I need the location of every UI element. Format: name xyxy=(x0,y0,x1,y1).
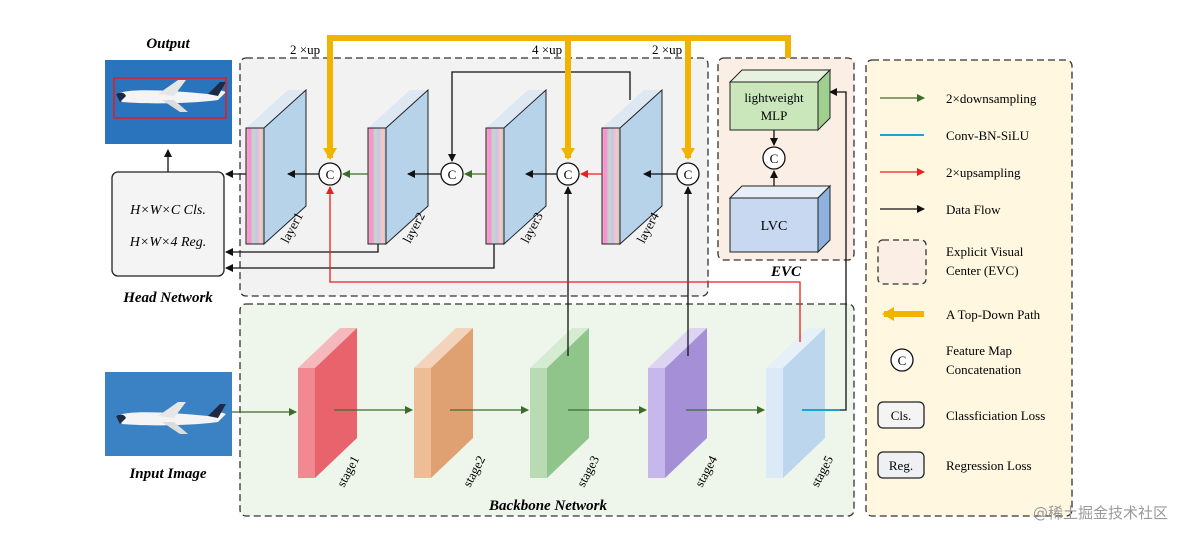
legend-evc-1: Explicit Visual xyxy=(946,244,1024,259)
layer4 xyxy=(601,88,663,246)
svg-text:C: C xyxy=(326,167,335,182)
head-cls-label: H×W×C Cls. xyxy=(129,203,206,218)
head-region xyxy=(239,57,709,297)
evc-concat-circle: C xyxy=(762,146,786,170)
svg-text:lightweight: lightweight xyxy=(744,90,804,105)
stage5 xyxy=(766,328,825,478)
lightweight-mlp-block: lightweight MLP xyxy=(728,68,832,132)
input-image xyxy=(105,372,232,456)
svg-text:C: C xyxy=(770,151,779,166)
head-output-box xyxy=(111,171,225,277)
legend-downsampling: 2×downsampling xyxy=(946,91,1037,106)
svg-text:LVC: LVC xyxy=(761,219,788,234)
legend-concat-2: Concatenation xyxy=(946,362,1022,377)
concat-circle-4: C xyxy=(676,162,700,186)
svg-text:C: C xyxy=(684,167,693,182)
up-4x-label: 4 ×up xyxy=(532,42,562,57)
layer1 xyxy=(245,88,307,246)
legend-evc-2: Center (EVC) xyxy=(946,263,1019,278)
output-image xyxy=(105,60,232,144)
legend: 2×downsampling Conv-BN-SiLU 2×upsampling… xyxy=(877,91,1045,479)
svg-text:C: C xyxy=(448,167,457,182)
layer3 xyxy=(485,88,547,246)
legend-topdown: A Top-Down Path xyxy=(946,307,1041,322)
stage3 xyxy=(530,328,589,478)
svg-text:C: C xyxy=(564,167,573,182)
input-image-title: Input Image xyxy=(128,466,206,482)
legend-concat-1: Feature Map xyxy=(946,343,1012,358)
legend-upsampling: 2×upsampling xyxy=(946,165,1021,180)
watermark: @稀土掘金技术社区 xyxy=(1033,504,1168,522)
airplane-icon xyxy=(116,80,226,112)
up-2x-label-b: 2 ×up xyxy=(652,42,682,57)
svg-text:MLP: MLP xyxy=(761,108,788,123)
head-reg-label: H×W×4 Reg. xyxy=(129,235,206,250)
svg-text:C: C xyxy=(898,353,907,368)
lvc-block: LVC xyxy=(728,184,832,254)
layer2 xyxy=(367,88,429,246)
stage1 xyxy=(298,328,357,478)
concat-circle-3: C xyxy=(556,162,580,186)
legend-dataflow: Data Flow xyxy=(946,202,1001,217)
concat-circle-2: C xyxy=(440,162,464,186)
backbone-network-title: Backbone Network xyxy=(488,498,607,514)
airplane-icon xyxy=(116,402,226,434)
stage4 xyxy=(648,328,707,478)
stage2 xyxy=(414,328,473,478)
concat-circle-1: C xyxy=(318,162,342,186)
legend-conv: Conv-BN-SiLU xyxy=(946,128,1030,143)
svg-text:Reg.: Reg. xyxy=(889,458,913,473)
legend-cls: Classficiation Loss xyxy=(946,408,1045,423)
legend-reg: Regression Loss xyxy=(946,458,1032,473)
up-2x-label-a: 2 ×up xyxy=(290,42,320,57)
evc-title: EVC xyxy=(770,264,802,280)
output-title: Output xyxy=(146,36,190,52)
svg-text:Cls.: Cls. xyxy=(891,408,912,423)
head-network-title: Head Network xyxy=(122,290,213,306)
